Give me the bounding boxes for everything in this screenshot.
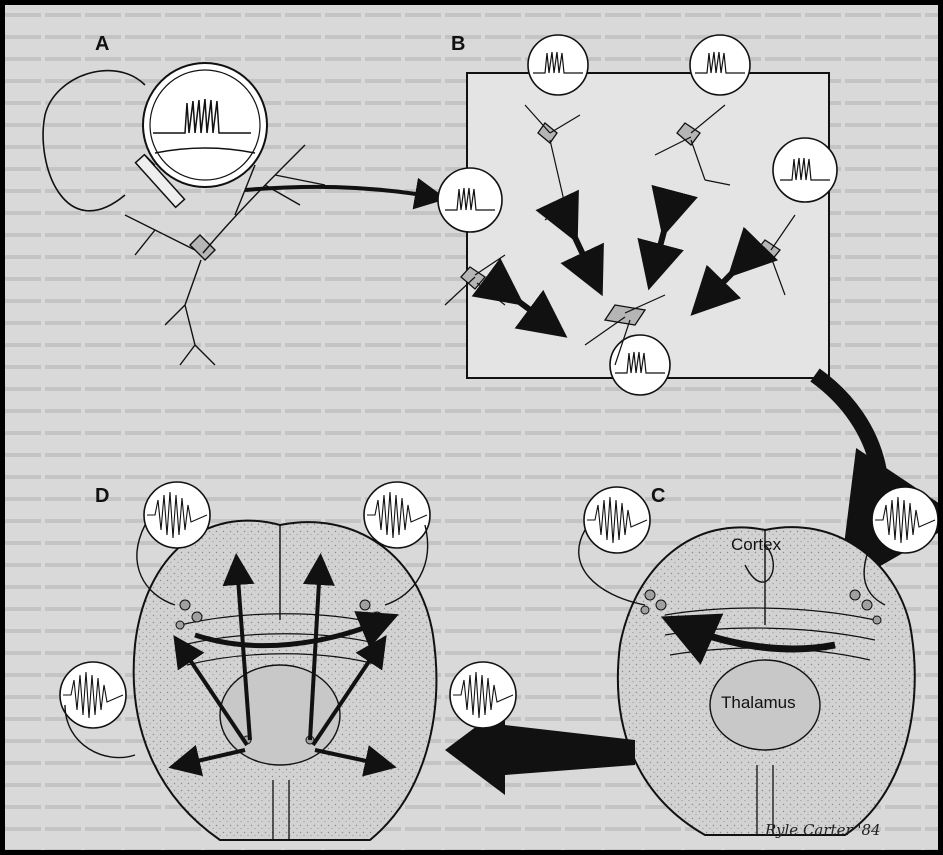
recording-bubble-large	[143, 63, 267, 187]
eeg-burst-icon	[144, 482, 210, 548]
eeg-burst-icon	[584, 487, 650, 553]
eeg-burst-icon	[872, 487, 938, 553]
region-label-thalamus: Thalamus	[721, 693, 796, 713]
panel-label-a: A	[95, 33, 109, 56]
eeg-burst-icon	[60, 662, 126, 728]
panel-label-c: C	[651, 485, 665, 508]
artist-signature: Ryle Carter '84	[765, 821, 881, 839]
panel-b-box	[467, 73, 829, 378]
spike-bubble-3	[438, 168, 502, 232]
spike-bubble-1	[528, 35, 588, 95]
spike-bubble-5	[610, 335, 670, 395]
region-label-cortex: Cortex	[731, 535, 781, 555]
diagram-canvas	[5, 5, 938, 850]
spike-bubble-2	[690, 35, 750, 95]
spike-bubble-4	[773, 138, 837, 202]
panel-label-b: B	[451, 33, 465, 56]
eeg-burst-icon	[450, 662, 516, 728]
panel-label-d: D	[95, 485, 109, 508]
eeg-burst-icon	[364, 482, 430, 548]
